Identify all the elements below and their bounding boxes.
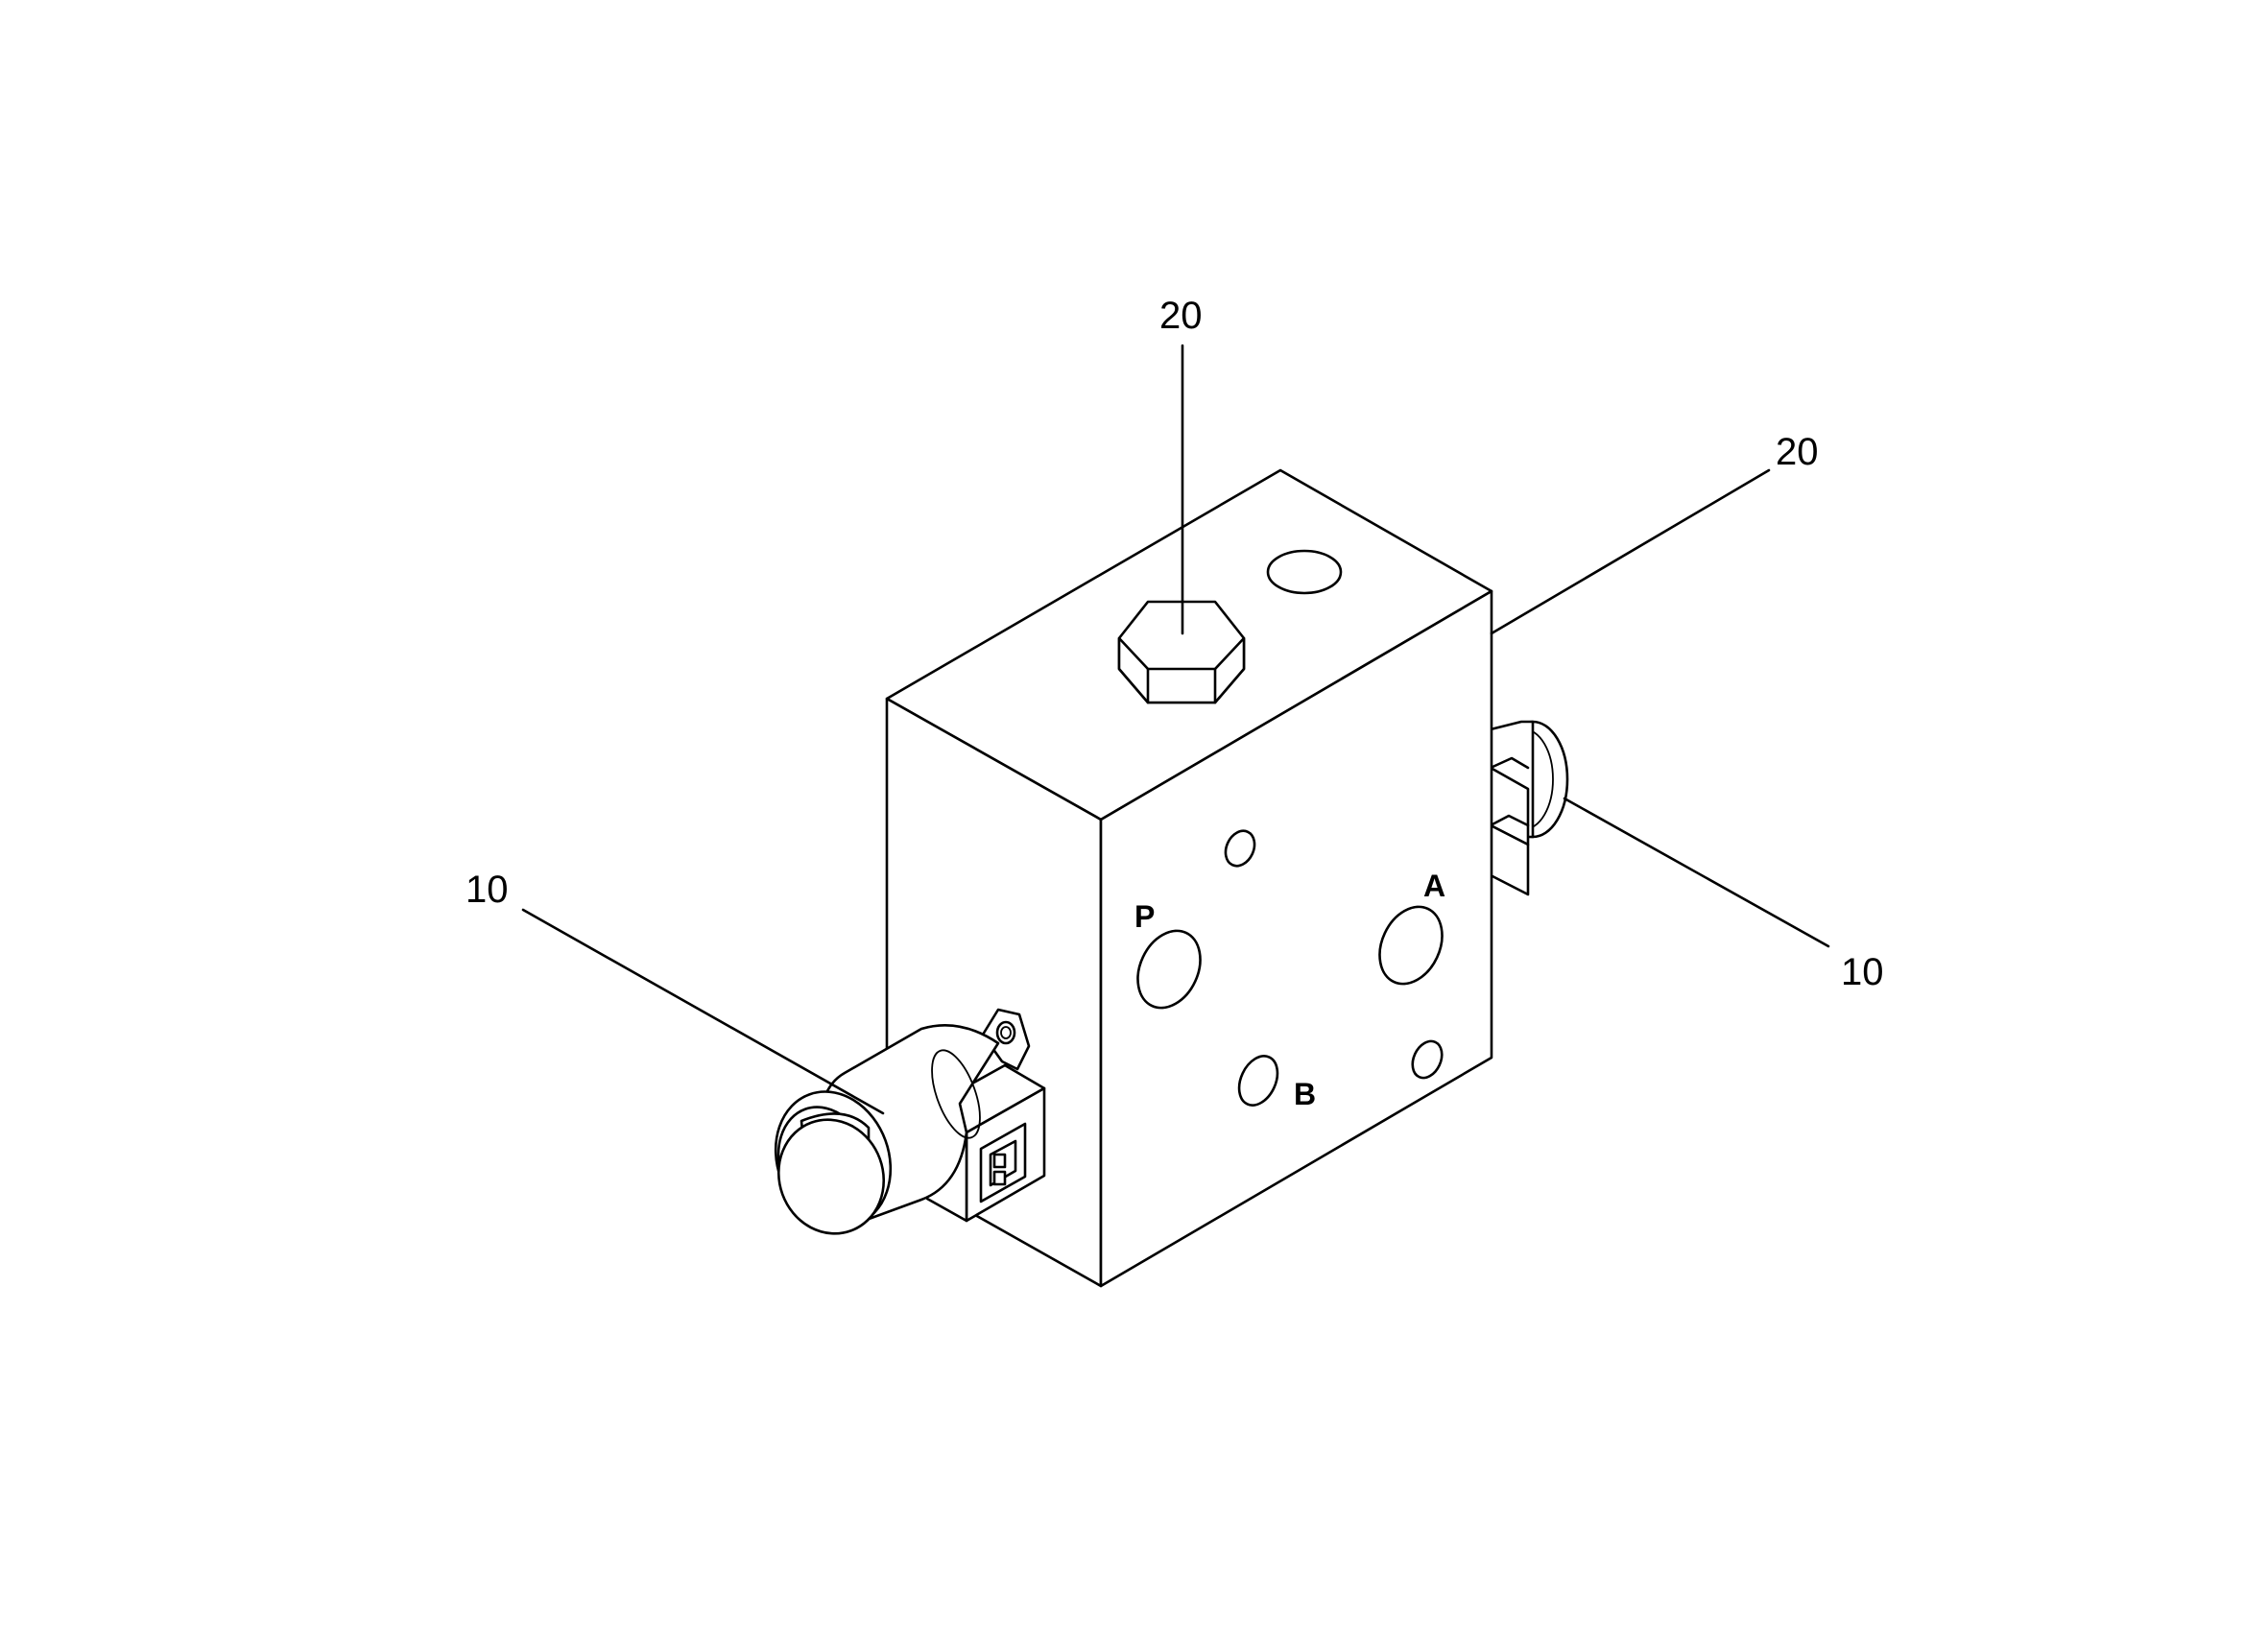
port-label-b: B <box>1294 1077 1316 1111</box>
port-label-p: P <box>1134 899 1155 934</box>
leader-right-solenoid <box>1563 797 1830 948</box>
callout-left-solenoid: 10 <box>466 869 509 911</box>
port-p-hole <box>1136 929 1202 1010</box>
mounting-tab <box>981 1008 1031 1071</box>
left-solenoid <box>774 1008 1046 1235</box>
port-a-hole <box>1378 905 1444 986</box>
callout-top-plug: 20 <box>1159 295 1203 337</box>
leader-lines <box>521 344 1830 1115</box>
callout-right-plug: 20 <box>1776 431 1819 473</box>
leader-right-plug <box>1490 468 1771 635</box>
hex-plug-top <box>1117 600 1246 704</box>
small-hole-bottom <box>1411 1039 1444 1080</box>
right-solenoid <box>1489 720 1569 896</box>
small-hole-top <box>1224 829 1256 868</box>
front-face-ports <box>1136 829 1444 1107</box>
port-b-hole <box>1237 1055 1279 1107</box>
port-label-a: A <box>1423 869 1445 903</box>
end-cap <box>774 1090 893 1235</box>
block-front-face <box>1099 589 1493 1288</box>
top-port-hole <box>1266 549 1343 595</box>
connector-socket <box>979 1122 1027 1203</box>
callout-right-solenoid: 10 <box>1841 951 1884 993</box>
leader-left-solenoid <box>521 908 885 1115</box>
